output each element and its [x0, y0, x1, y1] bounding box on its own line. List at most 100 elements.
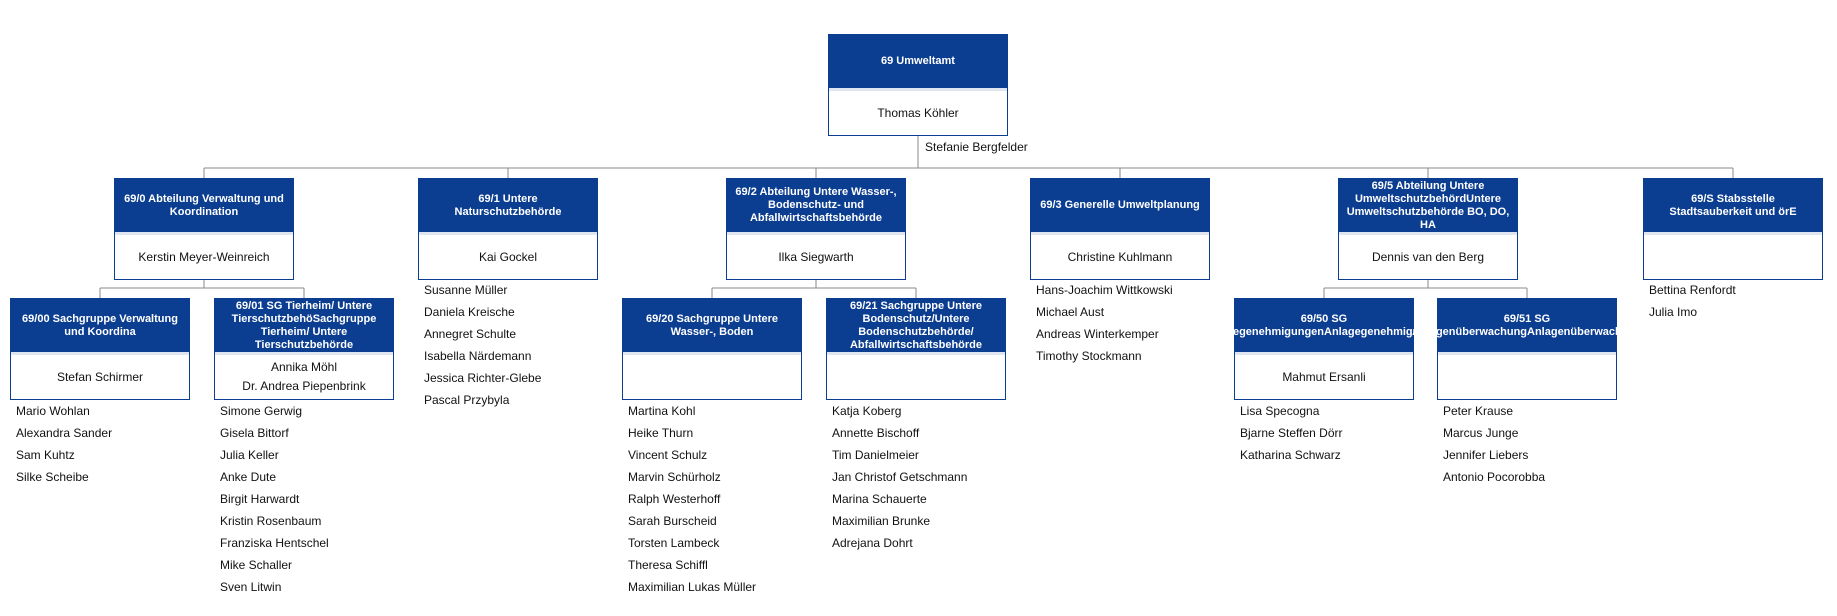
staff-name: Martina Kohl [628, 404, 696, 418]
unit-head: Dennis van den Berg [1339, 235, 1517, 279]
staff-name: Marvin Schürholz [628, 470, 721, 484]
org-unit-box: 69/21 Sachgruppe Untere Bodenschutz/Unte… [826, 298, 1006, 400]
head-name: Annika Möhl [270, 360, 338, 374]
head-name: Dennis van den Berg [1371, 249, 1485, 264]
staff-name: Bettina Renfordt [1649, 283, 1736, 297]
head-name: Ilka Siegwarth [778, 249, 854, 264]
staff-name: Silke Scheibe [16, 470, 89, 484]
staff-name: Marcus Junge [1443, 426, 1519, 440]
unit-head [1438, 355, 1616, 399]
org-unit-box: 69/01 SG Tierheim/ Untere Tierschutzbehö… [214, 298, 394, 400]
staff-name: Mike Schaller [220, 558, 293, 572]
head-name: Thomas Köhler [877, 105, 959, 120]
staff-name: Ralph Westerhoff [628, 492, 721, 506]
head-name: Mahmut Ersanli [1282, 369, 1366, 384]
unit-title: 69/51 SG AnlagenüberwachungAnlagenüberwa… [1412, 299, 1642, 355]
unit-head [1644, 235, 1822, 279]
staff-name: Jennifer Liebers [1443, 448, 1529, 462]
staff-name: Alexandra Sander [16, 426, 113, 440]
unit-title: 69/1 Untere Naturschutzbehörde [419, 179, 597, 235]
unit-head: Kerstin Meyer-Weinreich [115, 235, 293, 279]
staff-name: Sarah Burscheid [628, 514, 717, 528]
org-unit-box: 69/5 Abteilung Untere Umweltschutzbehörd… [1338, 178, 1518, 280]
staff-name: Jan Christof Getschmann [832, 470, 968, 484]
staff-name: Vincent Schulz [628, 448, 708, 462]
staff-name: Julia Keller [220, 448, 279, 462]
staff-name: Julia Imo [1649, 305, 1698, 319]
unit-title: 69/5 Abteilung Untere Umweltschutzbehörd… [1339, 179, 1517, 235]
org-unit-box: 69/2 Abteilung Untere Wasser-, Bodenschu… [726, 178, 906, 280]
assistant-name: Stefanie Bergfelder [925, 140, 1028, 154]
unit-title: 69/S Stabsstelle Stadtsauberkeit und örE [1644, 179, 1822, 235]
staff-name: Hans-Joachim Wittkowski [1036, 283, 1173, 297]
staff-name: Marina Schauerte [832, 492, 927, 506]
staff-name: Lisa Specogna [1240, 404, 1320, 418]
org-unit-box: 69/00 Sachgruppe Verwaltung und Koordina… [10, 298, 190, 400]
staff-name: Katharina Schwarz [1240, 448, 1341, 462]
head-name: Stefan Schirmer [56, 369, 144, 384]
unit-head: Ilka Siegwarth [727, 235, 905, 279]
unit-title: 69/2 Abteilung Untere Wasser-, Bodenschu… [727, 179, 905, 235]
staff-name: Sven Litwin [220, 580, 282, 594]
staff-name: Franziska Hentschel [220, 536, 329, 550]
staff-name: Gisela Bittorf [220, 426, 289, 440]
staff-name: Sam Kuhtz [16, 448, 75, 462]
head-name: Kai Gockel [478, 249, 538, 264]
staff-name: Susanne Müller [424, 283, 508, 297]
staff-name: Katja Koberg [832, 404, 902, 418]
unit-title: 69/00 Sachgruppe Verwaltung und Koordina [11, 299, 189, 355]
staff-name: Maximilian Brunke [832, 514, 931, 528]
staff-name: Mario Wohlan [16, 404, 90, 418]
org-unit-box: 69/S Stabsstelle Stadtsauberkeit und örE [1643, 178, 1823, 280]
org-unit-box: 69/50 SG AnlagegenehmigungenAnlagegenehm… [1202, 298, 1446, 400]
org-unit-box: 69/20 Sachgruppe Untere Wasser-, Boden [622, 298, 802, 400]
org-unit-box: 69/0 Abteilung Verwaltung und Koordinati… [114, 178, 294, 280]
unit-title: 69/0 Abteilung Verwaltung und Koordinati… [115, 179, 293, 235]
unit-title: 69/3 Generelle Umweltplanung [1031, 179, 1209, 235]
staff-name: Peter Krause [1443, 404, 1514, 418]
staff-name: Theresa Schiffl [628, 558, 708, 572]
unit-head: Mahmut Ersanli [1235, 355, 1413, 399]
staff-name: Maximilian Lukas Müller [628, 580, 757, 594]
staff-name: Timothy Stockmann [1036, 349, 1142, 363]
unit-title: 69/01 SG Tierheim/ Untere Tierschutzbehö… [215, 299, 393, 355]
staff-name: Antonio Pocorobba [1443, 470, 1546, 484]
unit-title: 69 Umweltamt [829, 35, 1007, 91]
unit-title: 69/21 Sachgruppe Untere Bodenschutz/Unte… [827, 299, 1005, 355]
unit-head: Stefan Schirmer [11, 355, 189, 399]
staff-name: Annegret Schulte [424, 327, 517, 341]
head-name: Christine Kuhlmann [1067, 249, 1173, 264]
staff-name: Anke Dute [220, 470, 277, 484]
staff-name: Heike Thurn [628, 426, 694, 440]
staff-name: Michael Aust [1036, 305, 1105, 319]
unit-title: 69/50 SG AnlagegenehmigungenAnlagegenehm… [1202, 299, 1446, 355]
staff-name: Daniela Kreische [424, 305, 515, 319]
unit-head: Thomas Köhler [829, 91, 1007, 135]
staff-name: Pascal Przybyla [424, 393, 510, 407]
staff-name: Kristin Rosenbaum [220, 514, 322, 528]
staff-name: Simone Gerwig [220, 404, 303, 418]
staff-name: Isabella Närdemann [424, 349, 532, 363]
head-name: Dr. Andrea Piepenbrink [242, 379, 366, 393]
head-name: Kerstin Meyer-Weinreich [138, 249, 270, 264]
unit-head: Kai Gockel [419, 235, 597, 279]
staff-name: Andreas Winterkemper [1036, 327, 1159, 341]
unit-head: Christine Kuhlmann [1031, 235, 1209, 279]
unit-head [623, 355, 801, 399]
staff-name: Adrejana Dohrt [832, 536, 913, 550]
staff-name: Jessica Richter-Glebe [424, 371, 542, 385]
